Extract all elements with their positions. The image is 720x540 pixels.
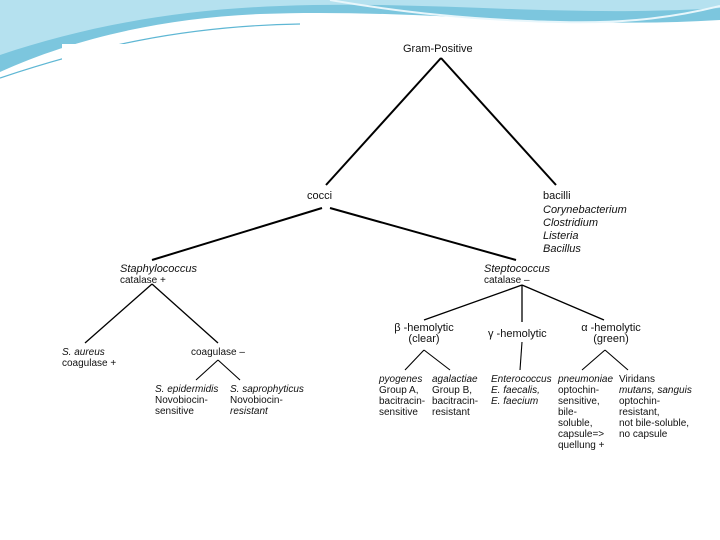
- staph-name: Staphylococcus: [120, 263, 198, 275]
- diagram-panel: [62, 44, 698, 440]
- slide-header-decoration: [0, 0, 720, 79]
- node-bacilli: bacilli Corynebacterium Clostridium List…: [543, 191, 627, 256]
- viridans-line-3: not bile-soluble,: [619, 418, 690, 429]
- s-epidermidis-name: S. epidermidis: [155, 384, 219, 395]
- edge-root-bacilli: [440, 57, 557, 186]
- agalactiae-name: agalactiae: [432, 374, 478, 385]
- pyogenes-line-3: sensitive: [379, 407, 418, 418]
- pyogenes-line-2: bacitracin-: [379, 396, 426, 407]
- pneumoniae-line-3: bile-: [558, 407, 577, 418]
- enterococcus-line-2: E. faecium: [491, 396, 539, 407]
- genus-corynebacterium: Corynebacterium: [543, 204, 627, 216]
- node-pyogenes: pyogenes Group A, bacitracin- sensitive: [379, 374, 425, 418]
- node-gamma-hemolytic: γ -hemolytic: [488, 328, 547, 340]
- node-enterococcus: Enterococcus E. faecalis, E. faecium: [491, 374, 552, 407]
- agalactiae-line-2: bacitracin-: [432, 396, 479, 407]
- edge-coagneg-epi: [195, 359, 219, 381]
- bacilli-label: bacilli: [543, 190, 571, 202]
- beta-sub: (clear): [408, 333, 440, 345]
- node-agalactiae: agalactiae Group B, bacitracin- resistan…: [432, 374, 478, 418]
- edge-gamma-enterococcus: [519, 341, 523, 371]
- genus-listeria: Listeria: [543, 230, 579, 242]
- viridans-name: Viridans: [619, 374, 655, 385]
- edge-staph-aureus: [84, 283, 153, 344]
- s-aureus-test: coagulase +: [62, 358, 117, 369]
- beta-label: β -hemolytic: [394, 322, 454, 334]
- node-s-epidermidis: S. epidermidis Novobiocin- sensitive: [155, 384, 218, 417]
- agalactiae-line-1: Group B,: [432, 385, 473, 396]
- enterococcus-name: Enterococcus: [491, 374, 552, 385]
- pyogenes-line-1: Group A,: [379, 385, 419, 396]
- node-streptococcus: Steptococcus catalase –: [484, 263, 551, 287]
- node-gram-positive: Gram-Positive: [403, 43, 473, 55]
- s-epidermidis-line-2: sensitive: [155, 406, 194, 417]
- edge-cocci-strep: [329, 207, 517, 261]
- edge-coagneg-sapro: [217, 359, 241, 381]
- node-viridans: Viridans mutans, sanguis optochin- resis…: [619, 374, 692, 440]
- s-saprophyticus-name: S. saprophyticus: [230, 384, 304, 395]
- node-staphylococcus: Staphylococcus catalase +: [120, 263, 198, 287]
- pneumoniae-line-4: soluble,: [558, 418, 593, 429]
- edge-alpha-viridans: [604, 349, 629, 371]
- pneumoniae-line-6: quellung +: [558, 440, 605, 451]
- s-aureus-name: S. aureus: [62, 347, 105, 358]
- pneumoniae-name: pneumoniae: [558, 374, 614, 385]
- edge-strep-beta: [423, 284, 523, 321]
- genus-bacillus: Bacillus: [543, 243, 581, 255]
- node-s-saprophyticus: S. saprophyticus Novobiocin- resistant: [230, 384, 304, 417]
- alpha-label: α -hemolytic: [581, 322, 641, 334]
- agalactiae-line-3: resistant: [432, 407, 470, 418]
- viridans-line-1: optochin-: [619, 396, 661, 407]
- node-alpha-hemolytic: α -hemolytic (green): [575, 323, 647, 345]
- pyogenes-name: pyogenes: [379, 374, 423, 385]
- strep-name: Steptococcus: [484, 263, 551, 275]
- edge-alpha-pneumoniae: [581, 349, 606, 371]
- edge-staph-coagneg: [151, 283, 219, 344]
- edge-cocci-staph: [151, 207, 323, 261]
- pneumoniae-line-5: capsule=>: [558, 429, 605, 440]
- node-cocci: cocci: [307, 190, 333, 202]
- enterococcus-line-1: E. faecalis,: [491, 385, 540, 396]
- genus-clostridium: Clostridium: [543, 217, 599, 229]
- node-pneumoniae: pneumoniae optochin- sensitive, bile- so…: [558, 374, 613, 451]
- pneumoniae-line-2: sensitive,: [558, 396, 600, 407]
- viridans-line-4: no capsule: [619, 429, 668, 440]
- node-s-aureus: S. aureus coagulase +: [62, 347, 116, 369]
- s-epidermidis-line-1: Novobiocin-: [155, 395, 208, 406]
- edge-strep-alpha: [521, 284, 605, 321]
- strep-test: catalase –: [484, 275, 530, 286]
- alpha-sub: (green): [593, 333, 629, 345]
- edge-root-cocci: [325, 57, 442, 186]
- node-coagulase-negative: coagulase –: [191, 347, 245, 358]
- viridans-line-2: resistant,: [619, 407, 660, 418]
- viridans-subname: mutans, sanguis: [619, 385, 692, 396]
- s-saprophyticus-line-1: Novobiocin-: [230, 395, 283, 406]
- node-beta-hemolytic: β -hemolytic (clear): [392, 323, 456, 345]
- edge-beta-pyogenes: [404, 349, 425, 371]
- pneumoniae-line-1: optochin-: [558, 385, 600, 396]
- s-saprophyticus-line-2: resistant: [230, 406, 268, 417]
- staph-test: catalase +: [120, 275, 166, 286]
- edge-beta-agalactiae: [423, 349, 451, 371]
